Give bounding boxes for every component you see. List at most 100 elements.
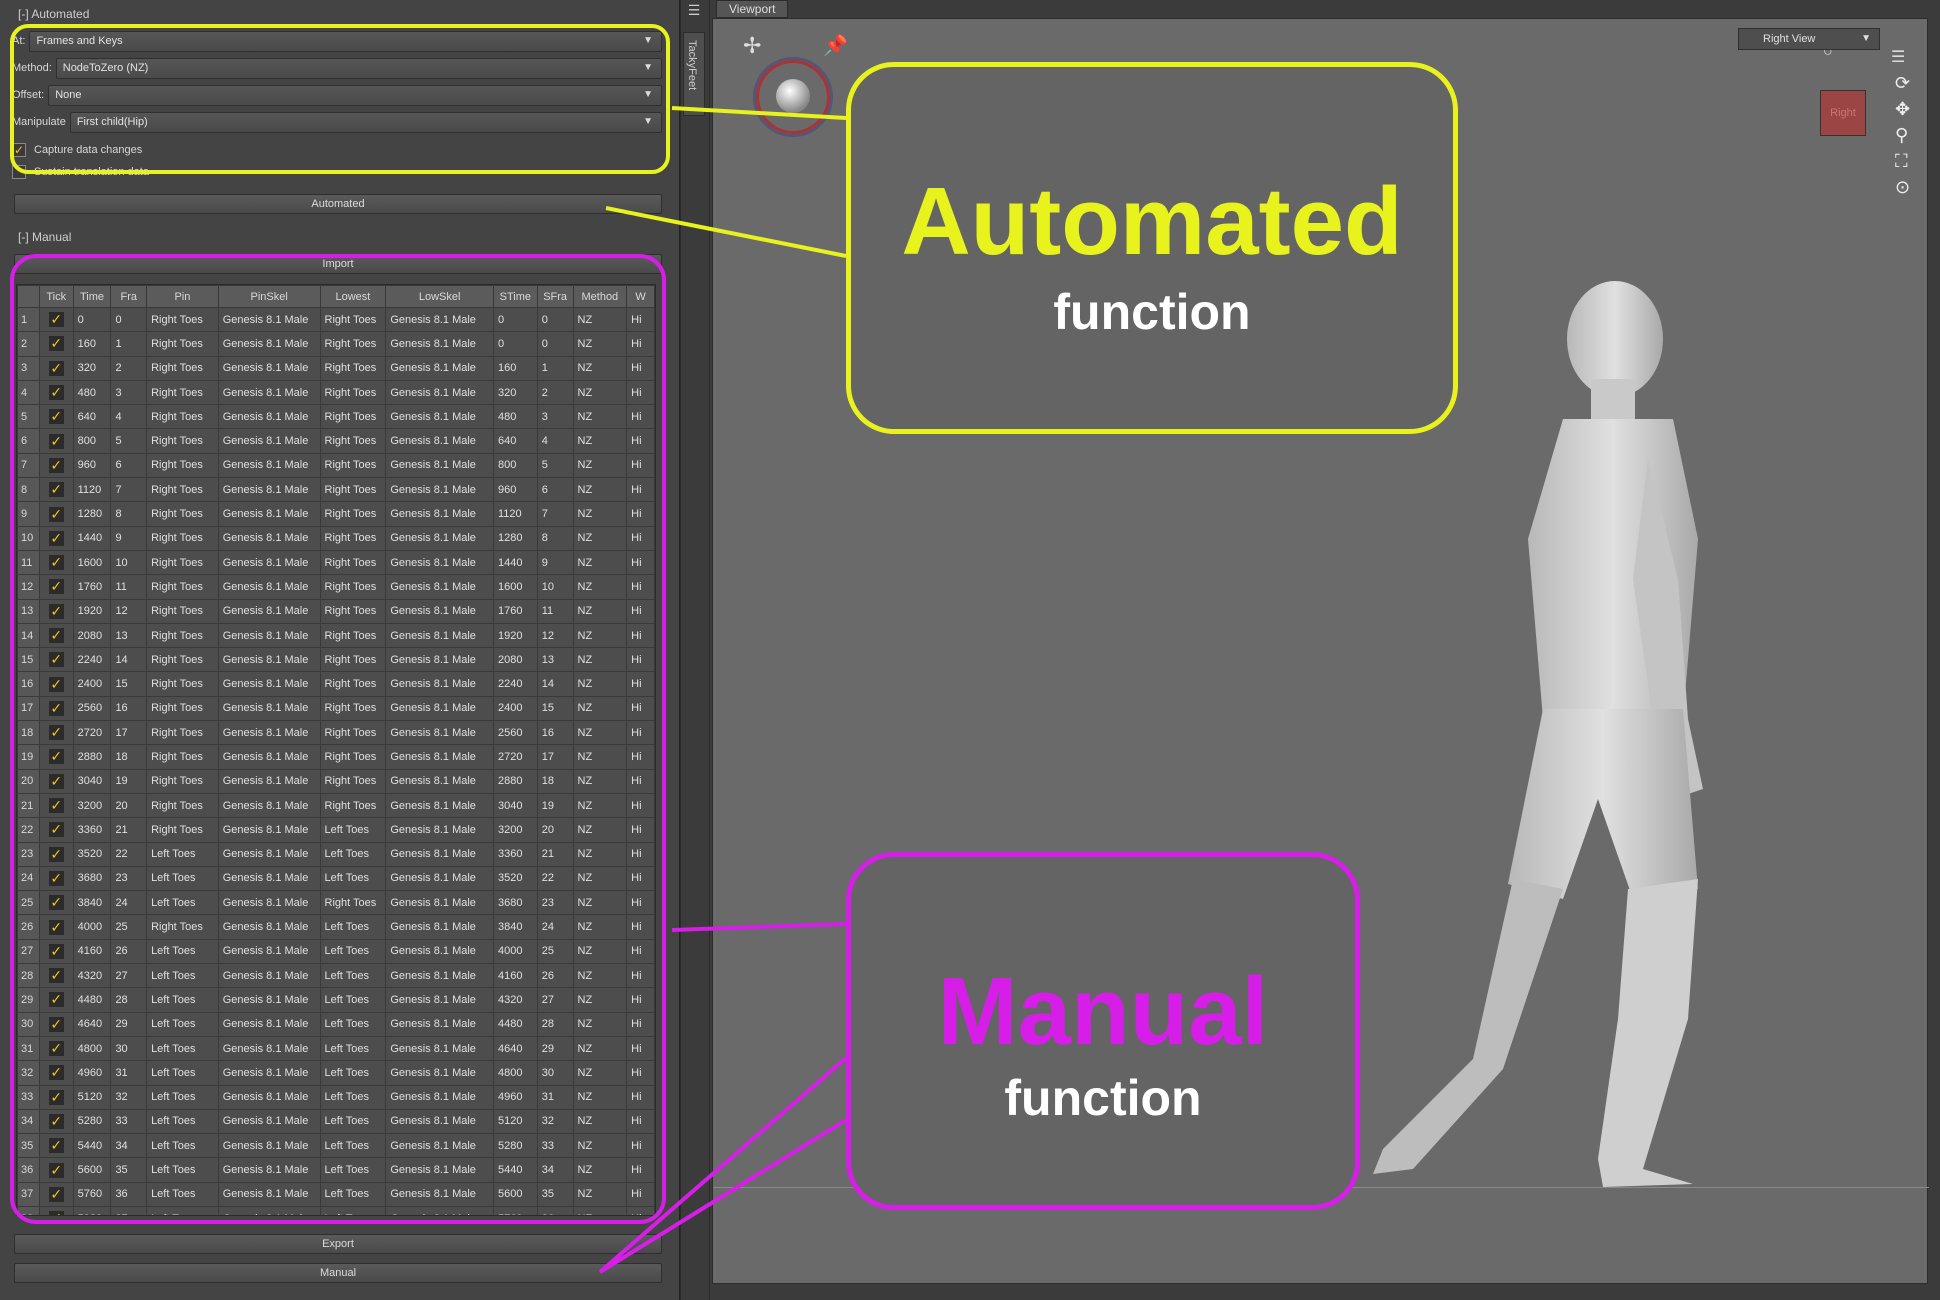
view-cube[interactable]: Right bbox=[1820, 90, 1866, 136]
tick-checkbox[interactable]: ✓ bbox=[38, 331, 74, 357]
manual-section-header[interactable]: [-] Manual bbox=[18, 230, 72, 244]
pose-tool-icon[interactable]: ✢ bbox=[743, 33, 762, 58]
view-dropdown[interactable]: Right View ▼ bbox=[1738, 28, 1880, 50]
rotate-gizmo-ring[interactable] bbox=[753, 57, 833, 137]
tick-checkbox[interactable]: ✓ bbox=[38, 1060, 74, 1086]
tick-checkbox[interactable]: ✓ bbox=[38, 622, 74, 649]
tick-checkbox[interactable]: ✓ bbox=[38, 1084, 74, 1110]
tick-checkbox[interactable]: ✓ bbox=[38, 355, 74, 381]
checkmark-icon: ✓ bbox=[48, 408, 64, 425]
tick-checkbox[interactable]: ✓ bbox=[38, 549, 74, 576]
tick-checkbox[interactable]: ✓ bbox=[38, 890, 74, 916]
viewport-tab[interactable]: Viewport bbox=[716, 0, 788, 18]
tick-checkbox[interactable]: ✓ bbox=[38, 792, 74, 819]
tick-checkbox[interactable]: ✓ bbox=[38, 1011, 74, 1037]
offset-dropdown[interactable]: None ▼ bbox=[48, 84, 662, 106]
tick-checkbox[interactable]: ✓ bbox=[38, 452, 74, 479]
manipulate-row: Manipulate First child(Hip) ▼ bbox=[12, 111, 662, 133]
tick-checkbox[interactable]: ✓ bbox=[38, 914, 74, 940]
manipulate-dropdown[interactable]: First child(Hip) ▼ bbox=[69, 111, 662, 133]
orbit-sphere-icon[interactable] bbox=[776, 79, 810, 113]
reset-icon[interactable]: ⊙ bbox=[1895, 177, 1911, 197]
search-icon[interactable]: ○ bbox=[1823, 43, 1833, 60]
manual-button[interactable]: Manual bbox=[14, 1263, 662, 1283]
orbit-icon[interactable]: ⟳ bbox=[1895, 73, 1911, 93]
tick-checkbox[interactable]: ✓ bbox=[38, 817, 74, 843]
column-header[interactable]: Tick bbox=[38, 285, 74, 308]
automated-button[interactable]: Automated bbox=[14, 194, 662, 214]
tick-checkbox[interactable]: ✓ bbox=[38, 404, 74, 430]
tick-checkbox[interactable]: ✓ bbox=[38, 428, 74, 454]
tick-checkbox[interactable]: ✓ bbox=[38, 1035, 74, 1062]
tick-checkbox[interactable]: ✓ bbox=[38, 647, 74, 673]
tick-checkbox[interactable]: ✓ bbox=[38, 841, 74, 867]
tick-checkbox[interactable]: ✓ bbox=[38, 1157, 74, 1183]
tick-checkbox[interactable]: ✓ bbox=[38, 477, 74, 503]
column-header[interactable]: Lowest bbox=[319, 285, 387, 308]
pin-icon[interactable]: 📌 bbox=[823, 35, 848, 57]
zoom-icon[interactable]: ⚲ bbox=[1895, 125, 1909, 145]
tick-checkbox[interactable]: ✓ bbox=[38, 987, 74, 1013]
tick-checkbox[interactable]: ✓ bbox=[38, 1108, 74, 1135]
tick-checkbox[interactable]: ✓ bbox=[38, 306, 74, 333]
column-header[interactable] bbox=[17, 285, 40, 308]
tick-checkbox[interactable]: ✓ bbox=[38, 1133, 74, 1159]
pan-icon[interactable]: ✥ bbox=[1895, 99, 1911, 119]
column-header[interactable]: Fra bbox=[110, 285, 148, 308]
tick-checkbox[interactable]: ✓ bbox=[38, 865, 74, 892]
column-header[interactable]: W bbox=[626, 285, 655, 308]
column-header[interactable]: Method bbox=[572, 285, 628, 308]
method-dropdown[interactable]: NodeToZero (NZ) ▼ bbox=[55, 57, 662, 79]
table-cell: 9 bbox=[110, 525, 148, 551]
tick-checkbox[interactable]: ✓ bbox=[38, 525, 74, 551]
menu-icon[interactable]: ☰ bbox=[1891, 49, 1906, 66]
at-dropdown[interactable]: Frames and Keys ▼ bbox=[29, 30, 662, 52]
tick-checkbox[interactable]: ✓ bbox=[38, 963, 74, 989]
table-cell: 4320 bbox=[492, 987, 538, 1013]
tick-checkbox[interactable]: ✓ bbox=[38, 379, 74, 406]
column-header[interactable]: LowSkel bbox=[385, 285, 494, 308]
panel-menu-icon[interactable]: ☰ bbox=[687, 2, 701, 18]
export-button[interactable]: Export bbox=[14, 1234, 662, 1254]
tick-checkbox[interactable]: ✓ bbox=[38, 598, 74, 624]
frame-icon[interactable]: ⛶ bbox=[1895, 151, 1908, 171]
tick-checkbox[interactable]: ✓ bbox=[38, 938, 74, 965]
tick-checkbox[interactable]: ✓ bbox=[38, 1181, 74, 1207]
tick-checkbox[interactable]: ✓ bbox=[38, 671, 74, 697]
automated-section-header[interactable]: [-] Automated bbox=[18, 7, 90, 21]
column-header[interactable]: SFra bbox=[536, 285, 574, 308]
column-header[interactable]: Pin bbox=[146, 285, 219, 308]
column-header[interactable]: PinSkel bbox=[217, 285, 321, 308]
tick-checkbox[interactable]: ✓ bbox=[38, 720, 74, 746]
